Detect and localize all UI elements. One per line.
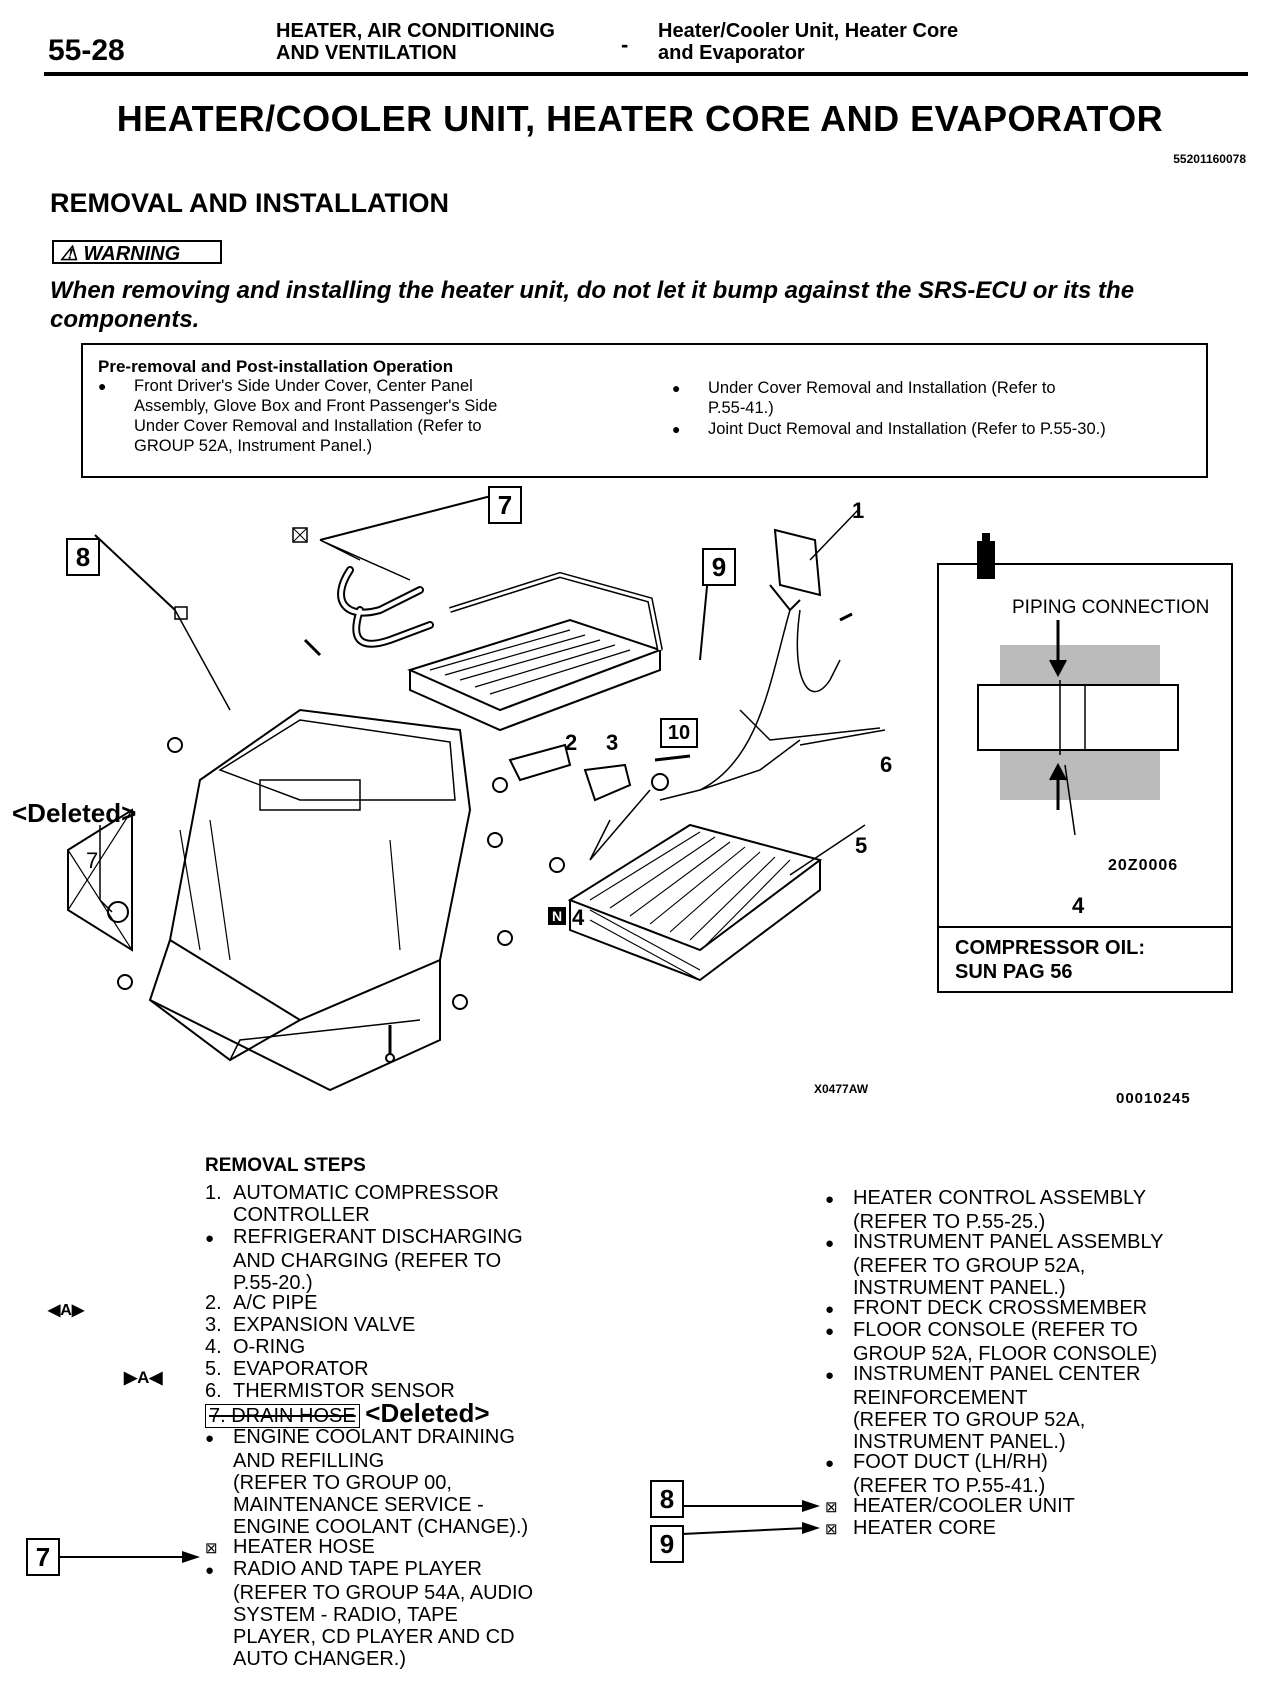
pre-right-line: P.55-41.) [708,399,774,417]
header-rule [44,72,1248,76]
step-7-deleted: 7. DRAIN HOSE <Deleted> [205,1400,490,1428]
deleted-label: <Deleted> [12,798,137,828]
step-instrument-panel: ●INSTRUMENT PANEL ASSEMBLY (REFER TO GRO… [825,1231,1164,1299]
pre-removal-box [81,343,1208,478]
section-heading: HEATER, AIR CONDITIONING AND VENTILATION [276,20,555,64]
step-floor-console: ●FLOOR CONSOLE (REFER TO GROUP 52A, FLOO… [825,1319,1158,1365]
panel-divider [937,926,1233,928]
section-title: REMOVAL AND INSTALLATION [50,188,449,218]
warning-label-box: ⚠ WARNING [52,240,222,265]
topic-line-2: and Evaporator [658,42,805,64]
heater-cooler-unit-shape [168,708,472,1022]
pre-left-line: Assembly, Glove Box and Front Passenger'… [134,397,498,415]
step-front-deck: ●FRONT DECK CROSSMEMBER [825,1297,1148,1319]
part-number-5: 5 [855,833,868,858]
step-1: 1.AUTOMATIC COMPRESSOR CONTROLLER [205,1182,499,1226]
part-number-3: 3 [606,730,619,755]
bullet-icon: ● [98,378,107,394]
step-callout-8: 8 [650,1480,684,1518]
topic-line-1: Heater/Cooler Unit, Heater Core [658,20,959,42]
mark-a-left: ◀A▶ [48,1302,85,1319]
oil-line-1: COMPRESSOR OIL: [955,937,1146,959]
warning-label: WARNING [83,243,181,265]
figure-code-left: X0477AW [814,1082,869,1096]
pre-left-line: Under Cover Removal and Installation (Re… [134,417,482,435]
symbol-icon: ⊠ [825,1521,838,1538]
removal-steps-title: REMOVAL STEPS [205,1155,366,1176]
warning-triangle-icon: ⚠ [60,243,78,265]
callout-10: 10 [660,718,698,748]
pre-left-line: Front Driver's Side Under Cover, Center … [134,377,473,395]
step-2: 2.A/C PIPE [205,1292,318,1314]
step-heater-core: ⊠HEATER CORE [825,1517,996,1539]
page-title: HEATER/COOLER UNIT, HEATER CORE AND EVAP… [116,98,1164,139]
section-line-2: AND VENTILATION [276,42,457,64]
page-number: 55-28 [48,34,125,67]
section-line-1: HEATER, AIR CONDITIONING [276,20,555,42]
arrow-right-icon [58,1551,200,1563]
step-heater-cooler-unit: ⊠HEATER/COOLER UNIT [825,1495,1075,1517]
step-coolant: ●ENGINE COOLANT DRAINING AND REFILLING (… [205,1426,529,1538]
piping-figure-code: 20Z0006 [1108,857,1179,874]
step-4: 4.O-RING [205,1336,306,1358]
step-callout-7: 7 [26,1538,60,1576]
pre-right-line: Under Cover Removal and Installation (Re… [708,379,1056,397]
step-3: 3.EXPANSION VALVE [205,1314,416,1336]
callout-7: 7 [488,486,522,524]
symbol-icon: ⊠ [205,1540,218,1557]
pre-removal-item-left: ● Front Driver's Side Under Cover, Cente… [98,376,658,456]
part-number-2: 2 [565,730,578,755]
step-callout-9: 9 [650,1525,684,1563]
part-number-1: 1 [852,498,865,523]
pre-removal-item-right-2: ● Joint Duct Removal and Installation (R… [672,419,1212,439]
symbol-icon: ⊠ [825,1499,838,1516]
bullet-icon: ● [672,380,681,396]
part-number-7: 7 [86,848,99,873]
bullet-icon: ● [672,421,681,437]
part-number-4: 4 [572,905,585,930]
piping-connection-label: PIPING CONNECTION [1012,597,1210,618]
header-dash: - [621,32,629,57]
pre-removal-item-right-1: ● Under Cover Removal and Installation (… [672,378,1192,418]
step-heater-control: ●HEATER CONTROL ASSEMBLY (REFER TO P.55-… [825,1187,1147,1233]
step-5: 5.EVAPORATOR [205,1358,369,1380]
deleted-label: <Deleted> [365,1398,490,1428]
struck-step: 7. DRAIN HOSE [205,1404,360,1428]
arrow-right-icon [682,1500,820,1535]
piping-connection-panel [937,563,1233,993]
step-refrigerant: ●REFRIGERANT DISCHARGING AND CHARGING (R… [205,1226,523,1294]
warning-text: When removing and installing the heater … [50,277,1135,333]
oil-line-2: SUN PAG 56 [955,961,1073,983]
callout-9: 9 [702,548,736,586]
topic-heading: Heater/Cooler Unit, Heater Core and Evap… [658,20,958,64]
compressor-oil-note: COMPRESSOR OIL: SUN PAG 56 [955,936,1145,984]
n-symbol-icon: N [548,907,566,925]
step-center-reinforcement: ●INSTRUMENT PANEL CENTER REINFORCEMENT (… [825,1363,1141,1453]
callout-8: 8 [66,538,100,576]
pre-removal-title: Pre-removal and Post-installation Operat… [98,357,454,376]
piping-part-number-4: 4 [1072,893,1085,918]
document-code: 55201160078 [1173,152,1246,166]
pre-right-line: Joint Duct Removal and Installation (Ref… [708,420,1106,438]
step-foot-duct: ●FOOT DUCT (LH/RH) (REFER TO P.55-41.) [825,1451,1048,1497]
exploded-diagram [67,494,1179,1092]
part-number-6: 6 [880,752,893,777]
figure-code-right: 00010245 [1116,1090,1191,1107]
pre-left-line: GROUP 52A, Instrument Panel.) [134,437,373,455]
step-radio: ●RADIO AND TAPE PLAYER (REFER TO GROUP 5… [205,1558,534,1670]
step-6: 6.THERMISTOR SENSOR [205,1380,455,1402]
step-heater-hose: ⊠HEATER HOSE [205,1536,375,1558]
mark-a-right: ▶A◀ [124,1368,163,1387]
